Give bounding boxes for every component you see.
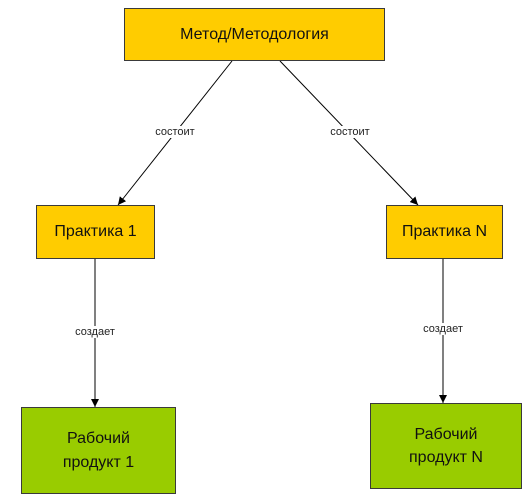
practice-n-label: Практика N xyxy=(402,223,487,241)
product-n-label: Рабочий продукт N xyxy=(409,425,483,466)
method-node: Метод/Методология xyxy=(124,8,385,61)
edge-label-creates-right: создает xyxy=(421,323,465,335)
product-1-node: Рабочий продукт 1 xyxy=(21,407,176,494)
method-label: Метод/Методология xyxy=(180,25,329,43)
practice-n-node: Практика N xyxy=(386,205,503,259)
product-1-label: Рабочий продукт 1 xyxy=(62,430,135,471)
practice-1-label: Практика 1 xyxy=(54,223,137,241)
edge-label-consists-right: состоит xyxy=(328,126,372,138)
practice-1-node: Практика 1 xyxy=(36,205,155,259)
product-n-node: Рабочий продукт N xyxy=(370,403,522,489)
edge-label-creates-left: создает xyxy=(73,326,117,338)
edge-label-consists-left: состоит xyxy=(153,126,197,138)
